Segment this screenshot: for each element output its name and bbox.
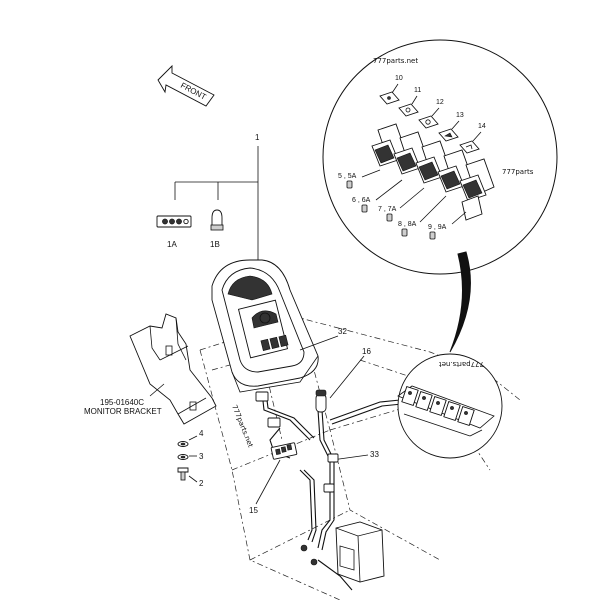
label-part-1b: 1B <box>210 240 220 249</box>
label-part-9: 9 , 9A <box>428 224 447 231</box>
label-part-5: 5 , 5A <box>338 173 357 180</box>
bolt-2: 2 <box>177 467 204 488</box>
part-32-leader: 32 <box>299 327 347 351</box>
rocker-switch-3 <box>415 140 451 184</box>
label-part-7: 7 , 7A <box>378 206 397 213</box>
label-part-3: 3 <box>199 452 204 461</box>
fastener-stack: 4 3 2 <box>177 429 204 488</box>
part-1-leader: 1 <box>174 133 260 262</box>
label-part-1a: 1A <box>167 240 177 249</box>
label-part-16: 16 <box>362 347 371 356</box>
symbol-cover-12 <box>418 107 440 129</box>
symbol-cover-10 <box>379 83 400 105</box>
rocker-switch-5 <box>459 158 495 221</box>
monitor-cluster <box>211 259 319 393</box>
label-part-32: 32 <box>338 327 347 336</box>
bulb-1b: 1B <box>210 209 224 249</box>
label-part-15: 15 <box>249 506 258 515</box>
small-rocker-row <box>401 385 475 427</box>
symbol-cover-13 <box>438 120 460 142</box>
watermark-top: 777parts.net <box>373 57 418 65</box>
label-part-4: 4 <box>199 429 204 438</box>
label-bracket-name: MONITOR BRACKET <box>84 407 162 416</box>
symbol-cover-14 <box>459 131 482 154</box>
label-part-13: 13 <box>456 112 464 119</box>
symbol-cover-11 <box>398 95 419 117</box>
part-15-leader: 15 <box>249 459 281 515</box>
washer-3: 3 <box>177 452 204 461</box>
label-part-33: 33 <box>370 450 379 459</box>
part-16-leader: 16 <box>329 347 371 399</box>
rocker-switch-row <box>371 123 495 221</box>
switch-panel-small-circle: 777parts.net <box>397 353 503 459</box>
watermark-right: 777parts <box>502 168 534 176</box>
label-part-14: 14 <box>478 123 486 130</box>
watermark-zoom: 777parts.net <box>439 360 484 368</box>
label-part-12: 12 <box>436 99 444 106</box>
label-part-2: 2 <box>199 479 204 488</box>
part-33-leader: 33 <box>331 450 379 461</box>
label-part-6: 6 , 6A <box>352 197 371 204</box>
front-arrow: FRONT <box>157 64 215 107</box>
detail-pointer-arrow <box>449 251 471 353</box>
label-part-11: 11 <box>414 87 421 94</box>
label-part-10: 10 <box>395 75 403 82</box>
label-bracket-code: 195-01640C <box>100 398 144 407</box>
monitor-bracket: 195-01640C MONITOR BRACKET <box>84 313 217 425</box>
label-part-8: 8 , 8A <box>398 221 417 228</box>
bulb-socket-1a: 1A <box>156 215 192 249</box>
watermark-mid: 777parts.net <box>230 404 254 449</box>
rocker-switch-1 <box>371 123 407 167</box>
label-part-1: 1 <box>255 133 260 142</box>
wiring-harness <box>255 389 403 591</box>
washer-4: 4 <box>177 429 204 447</box>
rocker-switch-2 <box>393 131 429 175</box>
switch-detail-circle: 777parts.net 777parts 10 11 12 13 14 <box>322 39 558 275</box>
